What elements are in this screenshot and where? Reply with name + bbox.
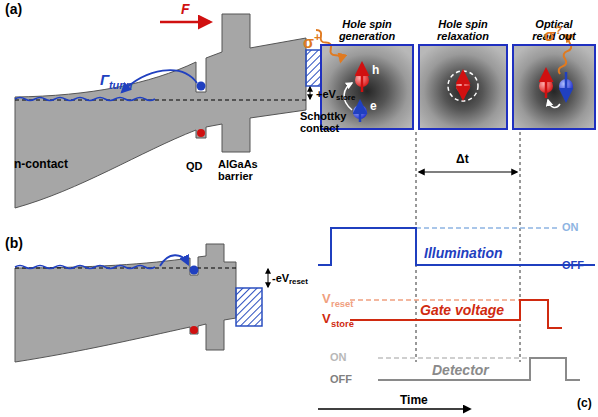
particle-label: e — [370, 100, 377, 112]
transition-arrow — [548, 100, 560, 107]
part-label: AlGaAs barrier — [218, 158, 280, 182]
particle-label: h — [372, 64, 379, 76]
part-label: n-contact — [14, 158, 68, 171]
field-arrow — [160, 21, 210, 24]
panel-box: Optical read out — [512, 44, 596, 130]
schottky-contact — [236, 288, 262, 326]
electron — [190, 266, 199, 275]
band-diagram — [15, 244, 236, 362]
spin-arrow — [462, 72, 465, 98]
signal-name: Illumination — [424, 246, 503, 261]
hole — [190, 326, 198, 334]
voltage-label: +eV — [316, 88, 336, 100]
level-label: V — [322, 292, 331, 306]
gate-trace — [350, 300, 562, 328]
electron — [197, 82, 206, 91]
polarization-label: σ — [544, 27, 555, 45]
tunnel-arrow — [122, 70, 197, 92]
fermi-level — [15, 100, 306, 101]
panel-label: (a) — [5, 2, 22, 17]
time-marker — [520, 132, 521, 362]
signal-name: Detector — [432, 363, 489, 378]
illumination-trace — [318, 228, 595, 265]
superscript: ? — [555, 24, 562, 37]
voltage-label: -eV — [272, 272, 289, 284]
axis-label: Time — [400, 394, 428, 407]
delay-arrow — [419, 171, 517, 172]
detector-trace — [378, 358, 580, 380]
polarization-label: σ — [303, 34, 314, 52]
panel-label: (c) — [577, 397, 592, 410]
panel-label: (b) — [5, 236, 23, 251]
spin-arrow — [545, 70, 548, 98]
subscript: reset — [331, 299, 353, 309]
voltage-arrow — [268, 269, 269, 287]
micrograph — [512, 44, 596, 130]
level-line — [416, 227, 560, 229]
subscript: reset — [289, 278, 308, 287]
field-label: F — [181, 2, 190, 17]
panel-heading: Hole spin relaxation — [423, 18, 503, 43]
signal-name: Gate voltage — [420, 303, 504, 318]
level-label: ON — [330, 351, 347, 363]
level-label: V — [322, 312, 331, 326]
level-line — [378, 357, 530, 359]
tunnel-arrow — [160, 255, 188, 266]
spin-arrow — [361, 64, 364, 92]
electron-sea — [15, 266, 155, 269]
electron-sea — [15, 98, 155, 101]
level-label: ON — [562, 221, 579, 233]
spin-arrow — [359, 102, 362, 122]
rate-label: Γ — [100, 72, 109, 89]
panel-heading: Hole spin generation — [327, 18, 407, 43]
time-arrow — [318, 408, 470, 410]
subscript: store — [336, 94, 355, 103]
level-label: OFF — [330, 373, 352, 385]
micrograph — [418, 44, 508, 130]
level-label: OFF — [562, 259, 584, 271]
superscript: + — [314, 31, 321, 44]
subscript: store — [331, 319, 354, 329]
part-label: QD — [186, 160, 203, 172]
voltage-arrow — [310, 87, 311, 99]
band-diagram — [15, 14, 306, 208]
subscript: tunn — [109, 80, 132, 92]
level-line — [350, 299, 520, 301]
part-label: Schottky contact — [300, 110, 366, 134]
relaxation-circle — [448, 71, 478, 101]
hole — [197, 129, 205, 137]
delay-label: Δt — [456, 153, 469, 166]
panel-box: Hole spin relaxation — [418, 44, 508, 130]
spin-arrow — [565, 72, 568, 100]
